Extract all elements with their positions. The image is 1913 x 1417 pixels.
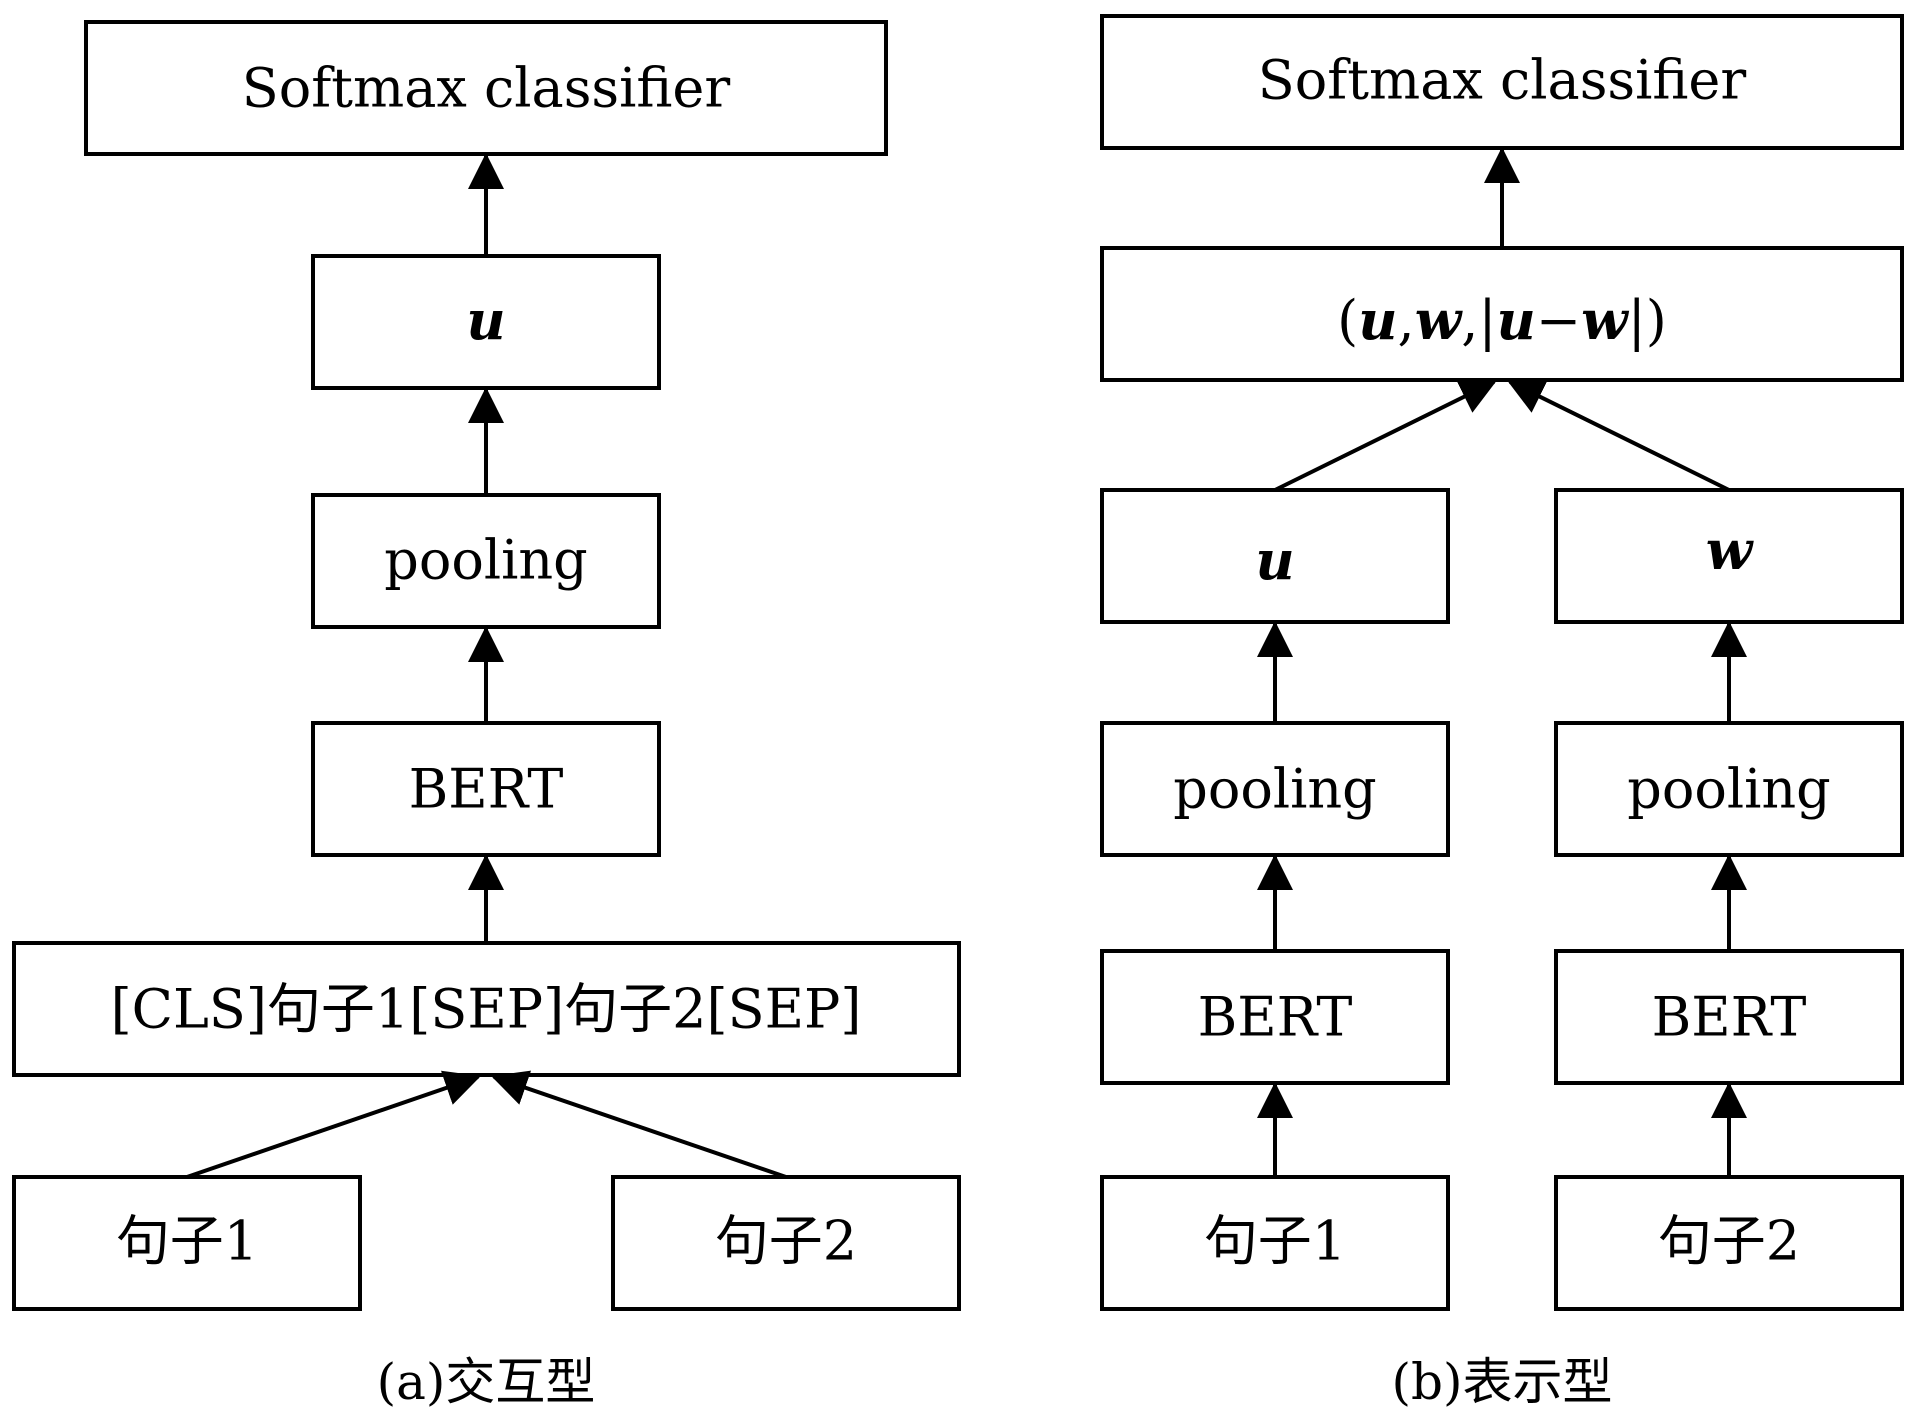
a-caption: (a)交互型 [377,1353,596,1411]
a-bert-box [311,721,661,857]
b-sentence2-box [1554,1175,1904,1311]
b-concat-comma1: , [1398,289,1415,352]
b-concat-label: (u,w,|u−w|) [1337,288,1667,352]
b-w-box [1554,488,1904,624]
a-input-box [12,941,961,1077]
a-input-label: [CLS]句子1[SEP]句子2[SEP] [111,978,862,1041]
a-pooling-label: pooling [384,529,587,592]
b-concat-w: w [1415,288,1464,352]
a-bert-label: BERT [409,758,564,821]
b-arrow-u-concat [1274,380,1497,492]
b-concat-box [1100,246,1904,382]
b-concat-open: ( [1337,289,1358,352]
panel-a: Softmax classifier u pooling BERT [CLS]句… [12,20,961,1411]
a-sentence1-label: 句子1 [116,1210,258,1273]
b-pooling-left-box [1100,721,1450,857]
b-sentence2-label: 句子2 [1658,1210,1800,1273]
a-softmax-box [84,20,888,156]
b-w-label: w [1706,518,1755,582]
b-bert-left-label: BERT [1198,986,1353,1049]
b-caption: (b)表示型 [1391,1353,1612,1411]
b-bert-right-label: BERT [1652,986,1807,1049]
a-sentence1-box [12,1175,362,1311]
b-concat-close: |) [1628,289,1667,352]
a-u-box [311,254,661,390]
b-concat-u: u [1358,288,1397,352]
b-sentence1-box [1100,1175,1450,1311]
b-sentence1-label: 句子1 [1204,1210,1346,1273]
b-pooling-left-label: pooling [1173,758,1376,821]
b-concat-minus: − [1536,289,1581,352]
a-softmax-label: Softmax classifier [242,57,731,120]
b-concat-w2: w [1581,288,1630,352]
b-arrow-w-concat [1507,380,1730,492]
b-softmax-label: Softmax classifier [1258,49,1747,112]
panel-b: Softmax classifier (u,w,|u−w|) u w pooli… [1100,14,1904,1411]
b-concat-u2: u [1497,288,1536,352]
b-u-label: u [1255,528,1294,592]
b-bert-right-box [1554,949,1904,1085]
a-sentence2-box [611,1175,961,1311]
b-concat-comma2: ,| [1461,289,1496,352]
a-u-label: u [466,288,505,352]
a-arrow-s1-input [186,1070,481,1179]
b-pooling-right-label: pooling [1627,758,1830,821]
a-sentence2-label: 句子2 [715,1210,857,1273]
b-softmax-box [1100,14,1904,150]
a-arrow-s2-input [491,1070,787,1179]
